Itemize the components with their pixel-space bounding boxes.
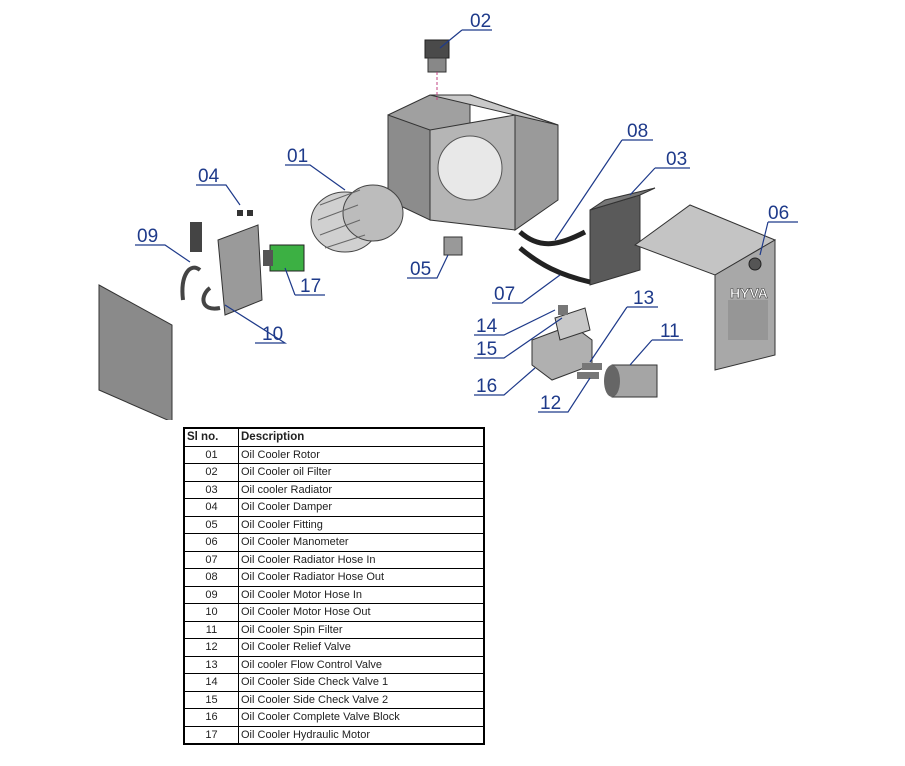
callout-16: 16: [476, 376, 497, 397]
spin-filter-part: [604, 364, 658, 398]
callout-14: 14: [476, 316, 498, 337]
row-description: Oil Cooler Spin Filter: [238, 620, 485, 639]
header-sl-no: Sl no.: [183, 427, 239, 447]
row-number: 04: [183, 498, 239, 517]
callout-09: 09: [137, 226, 158, 247]
manometer-part: [748, 257, 762, 271]
row-description: Oil Cooler Radiator Hose In: [238, 550, 485, 569]
callout-13: 13: [633, 288, 654, 309]
row-description: Oil Cooler Motor Hose In: [238, 585, 485, 604]
row-number: 14: [183, 673, 239, 692]
row-description: Oil cooler Radiator: [238, 480, 485, 499]
row-description: Oil Cooler Fitting: [238, 515, 485, 534]
row-description: Oil Cooler Motor Hose Out: [238, 603, 485, 622]
callout-05: 05: [410, 259, 431, 280]
table-header-row: Sl no. Description: [183, 427, 485, 447]
row-number: 15: [183, 690, 239, 709]
exploded-view-diagram: HYVA: [98, 11, 798, 420]
row-number: 07: [183, 550, 239, 569]
callout-08: 08: [627, 121, 648, 142]
rotor-part: [310, 184, 404, 253]
relief-valve-part: [577, 372, 599, 379]
callout-11: 11: [660, 321, 680, 342]
row-number: 13: [183, 655, 239, 674]
main-housing: [387, 94, 559, 231]
row-number: 17: [183, 725, 239, 745]
row-description: Oil Cooler Relief Valve: [238, 638, 485, 657]
fitting-part: [443, 236, 463, 256]
row-description: Oil Cooler Manometer: [238, 533, 485, 552]
valve-block-part: [531, 307, 593, 381]
row-number: 05: [183, 515, 239, 534]
row-description: Oil Cooler Hydraulic Motor: [238, 725, 485, 745]
callout-17: 17: [300, 276, 321, 297]
callout-07: 07: [494, 284, 515, 305]
header-description: Description: [238, 427, 485, 447]
row-number: 11: [183, 620, 239, 639]
side-panel: [98, 284, 173, 420]
radiator-part: [589, 187, 656, 286]
row-description: Oil Cooler Side Check Valve 1: [238, 673, 485, 692]
hyva-logo: HYVA: [730, 285, 768, 301]
row-number: 06: [183, 533, 239, 552]
row-description: Oil Cooler Complete Valve Block: [238, 708, 485, 727]
row-description: Oil Cooler Side Check Valve 2: [238, 690, 485, 709]
row-description: Oil Cooler Radiator Hose Out: [238, 568, 485, 587]
row-number: 16: [183, 708, 239, 727]
callout-06: 06: [768, 203, 789, 224]
callout-15: 15: [476, 339, 497, 360]
row-number: 02: [183, 463, 239, 482]
leader-lines: [135, 29, 798, 413]
motor-hoses: [180, 265, 221, 311]
row-number: 10: [183, 603, 239, 622]
flow-control-valve-part: [582, 363, 602, 370]
damper-plate: [190, 210, 263, 316]
cover-box: HYVA: [633, 204, 777, 371]
callout-01: 01: [287, 146, 308, 167]
row-description: Oil Cooler Rotor: [238, 445, 485, 464]
callout-04: 04: [198, 166, 220, 187]
row-description: Oil cooler Flow Control Valve: [238, 655, 485, 674]
row-description: Oil Cooler oil Filter: [238, 463, 485, 482]
row-description: Oil Cooler Damper: [238, 498, 485, 517]
oil-filter-part: [424, 39, 450, 100]
row-number: 01: [183, 445, 239, 464]
callout-10: 10: [262, 324, 283, 345]
callout-12: 12: [540, 393, 561, 414]
row-number: 09: [183, 585, 239, 604]
radiator-hoses: [518, 229, 591, 285]
hydraulic-motor-part: [263, 244, 305, 272]
callout-02: 02: [470, 11, 491, 32]
row-number: 12: [183, 638, 239, 657]
callout-03: 03: [666, 149, 687, 170]
check-valve-part: [558, 305, 568, 315]
row-number: 08: [183, 568, 239, 587]
row-number: 03: [183, 480, 239, 499]
